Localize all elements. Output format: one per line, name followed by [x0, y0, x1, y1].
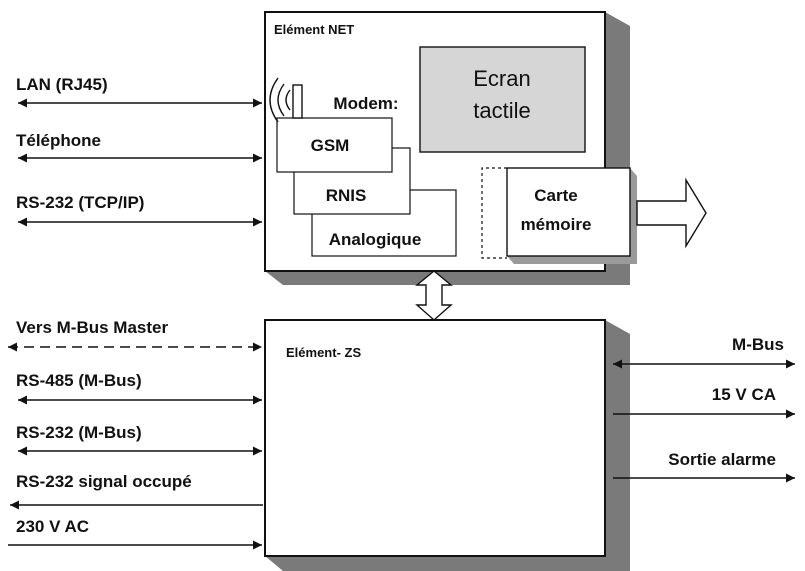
zs-interface-label: Sortie alarme [668, 450, 776, 469]
zs-element-block: Elément- ZS [264, 319, 630, 571]
modem-analog-label: Analogique [329, 230, 422, 249]
zs-interface-label: 230 V AC [16, 517, 89, 536]
zs-interface-label: RS-232 (M-Bus) [16, 423, 142, 442]
zs-interface-label: RS-232 signal occupé [16, 472, 192, 491]
net-interface-telephone: Téléphone [16, 131, 262, 163]
memory-card-label-line1: Carte [534, 186, 577, 205]
net-interface-label: Téléphone [16, 131, 101, 150]
modem-stack: Modem: GSM RNIS Analogique [276, 94, 457, 257]
touchscreen-label-line2: tactile [473, 98, 530, 123]
net-interface-label: LAN (RJ45) [16, 75, 108, 94]
zs-interface-label: M-Bus [732, 335, 784, 354]
zs-interface-mbus: M-Bus [613, 335, 795, 369]
touchscreen-label-line1: Ecran [473, 66, 530, 91]
modem-rnis-label: RNIS [326, 186, 367, 205]
net-element-title: Elément NET [274, 22, 354, 37]
zs-interface-alarm-output: Sortie alarme [613, 450, 795, 483]
zs-element-title: Elément- ZS [286, 345, 361, 360]
antenna-icon [269, 77, 303, 123]
modem-gsm-label: GSM [311, 136, 350, 155]
net-interface-lan: LAN (RJ45) [16, 75, 262, 108]
memory-card: Carte mémoire [481, 167, 637, 264]
zs-interface-mbus-master: Vers M-Bus Master [8, 318, 262, 352]
memory-card-label-line2: mémoire [521, 215, 592, 234]
touchscreen-box: Ecran tactile [419, 46, 586, 153]
net-interface-label: RS-232 (TCP/IP) [16, 193, 144, 212]
zs-interface-label: 15 V CA [712, 385, 776, 404]
zs-interface-rs232-busy: RS-232 signal occupé [10, 472, 263, 510]
zs-interface-15vca: 15 V CA [613, 385, 795, 419]
memory-card-output-arrow [636, 177, 707, 249]
zs-interface-rs485: RS-485 (M-Bus) [16, 371, 262, 405]
modem-label: Modem: [333, 94, 398, 113]
zs-interface-rs232-mbus: RS-232 (M-Bus) [16, 423, 262, 456]
net-interface-rs232-tcpip: RS-232 (TCP/IP) [16, 193, 262, 227]
zs-interface-label: Vers M-Bus Master [16, 318, 168, 337]
zs-interface-label: RS-485 (M-Bus) [16, 371, 142, 390]
zs-interface-230vac: 230 V AC [8, 517, 262, 550]
